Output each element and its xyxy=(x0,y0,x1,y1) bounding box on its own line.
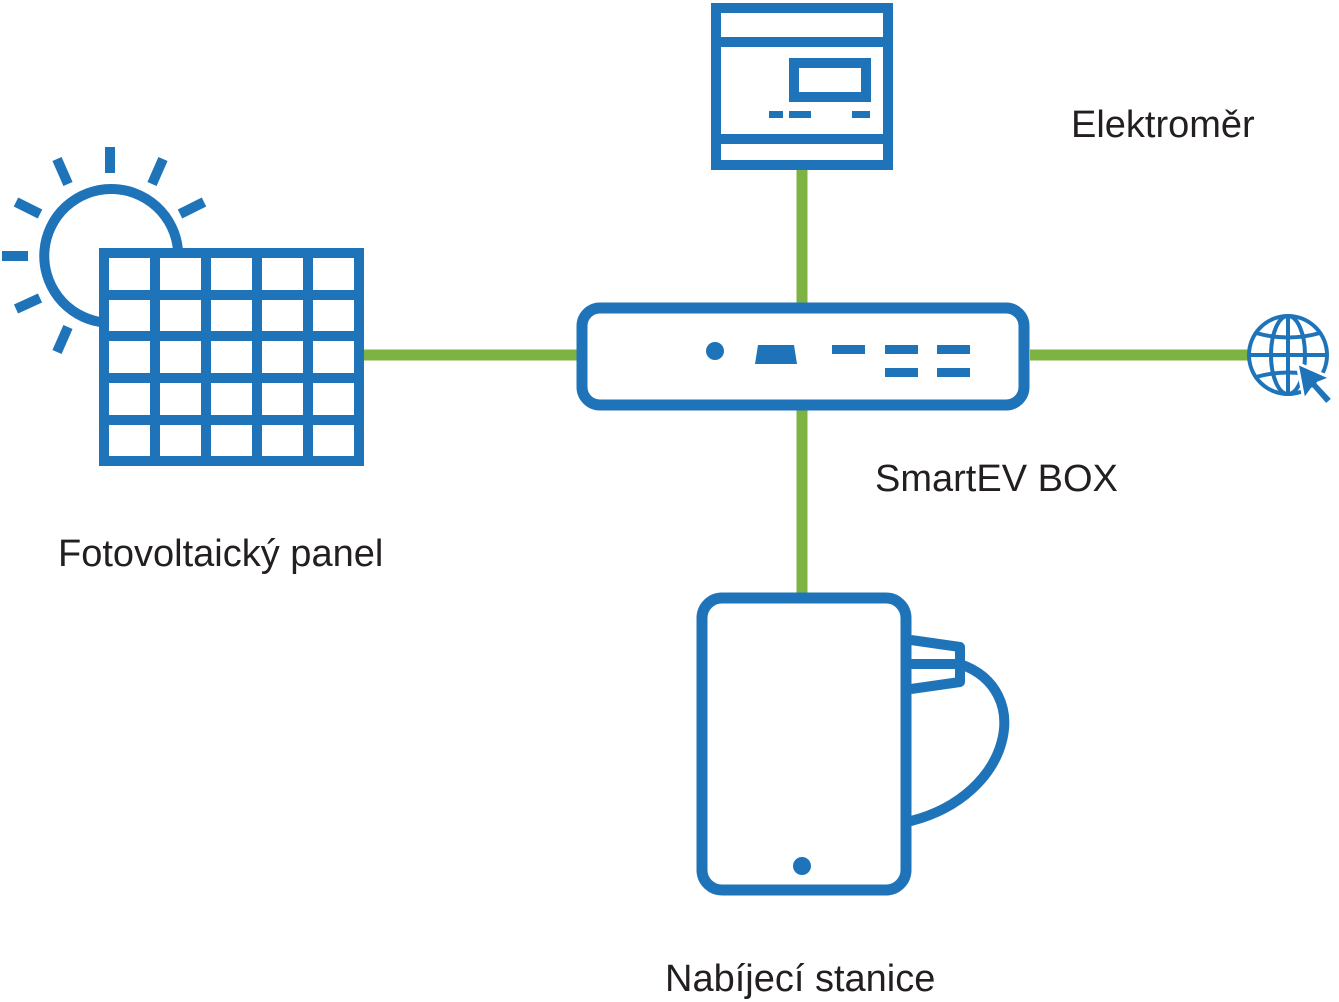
cursor-icon xyxy=(1295,361,1335,407)
electricity-meter-icon xyxy=(711,3,893,170)
sun-icon xyxy=(2,147,207,355)
globe-cursor-icon xyxy=(1247,314,1335,407)
router-box-icon xyxy=(576,302,1030,411)
label-solar-panel: Fotovoltaický panel xyxy=(58,533,384,575)
panel-grid xyxy=(99,248,364,466)
label-charging-station: Nabíjecí stanice xyxy=(665,958,936,1000)
status-led-icon xyxy=(706,342,724,360)
connectors xyxy=(362,170,1248,595)
label-smartev-box: SmartEV BOX xyxy=(875,458,1118,500)
label-meter: Elektroměr xyxy=(1071,104,1255,146)
solar-panel-icon xyxy=(2,147,364,466)
charging-station-icon xyxy=(696,592,1010,896)
port-icon xyxy=(755,345,797,364)
